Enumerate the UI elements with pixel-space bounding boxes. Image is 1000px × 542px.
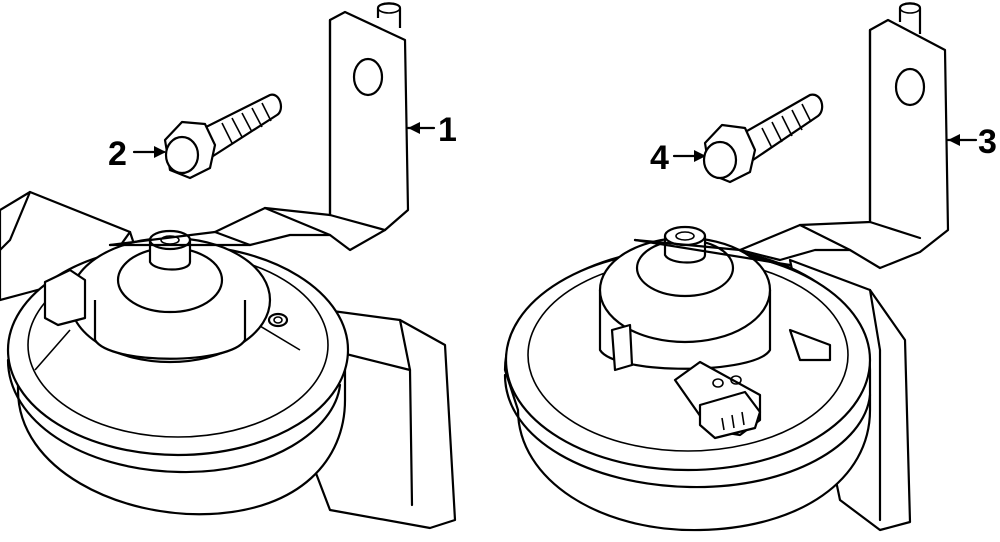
right-horn-assembly	[503, 2, 950, 532]
callout-2: 2	[108, 135, 166, 173]
callout-1: 1	[406, 111, 457, 149]
callout-4: 4	[650, 139, 706, 177]
left-horn-assembly	[0, 2, 457, 530]
callout-1-label: 1	[438, 111, 457, 149]
left-horn-center	[43, 229, 289, 364]
callout-3: 3	[946, 123, 997, 161]
left-bracket	[108, 2, 410, 252]
right-horn-center	[598, 225, 832, 440]
callout-3-label: 3	[978, 123, 997, 161]
callout-2-label: 2	[108, 135, 127, 173]
callout-4-label: 4	[650, 139, 669, 177]
right-bolt	[702, 93, 824, 184]
left-bolt	[163, 93, 283, 180]
right-bracket	[633, 2, 950, 270]
